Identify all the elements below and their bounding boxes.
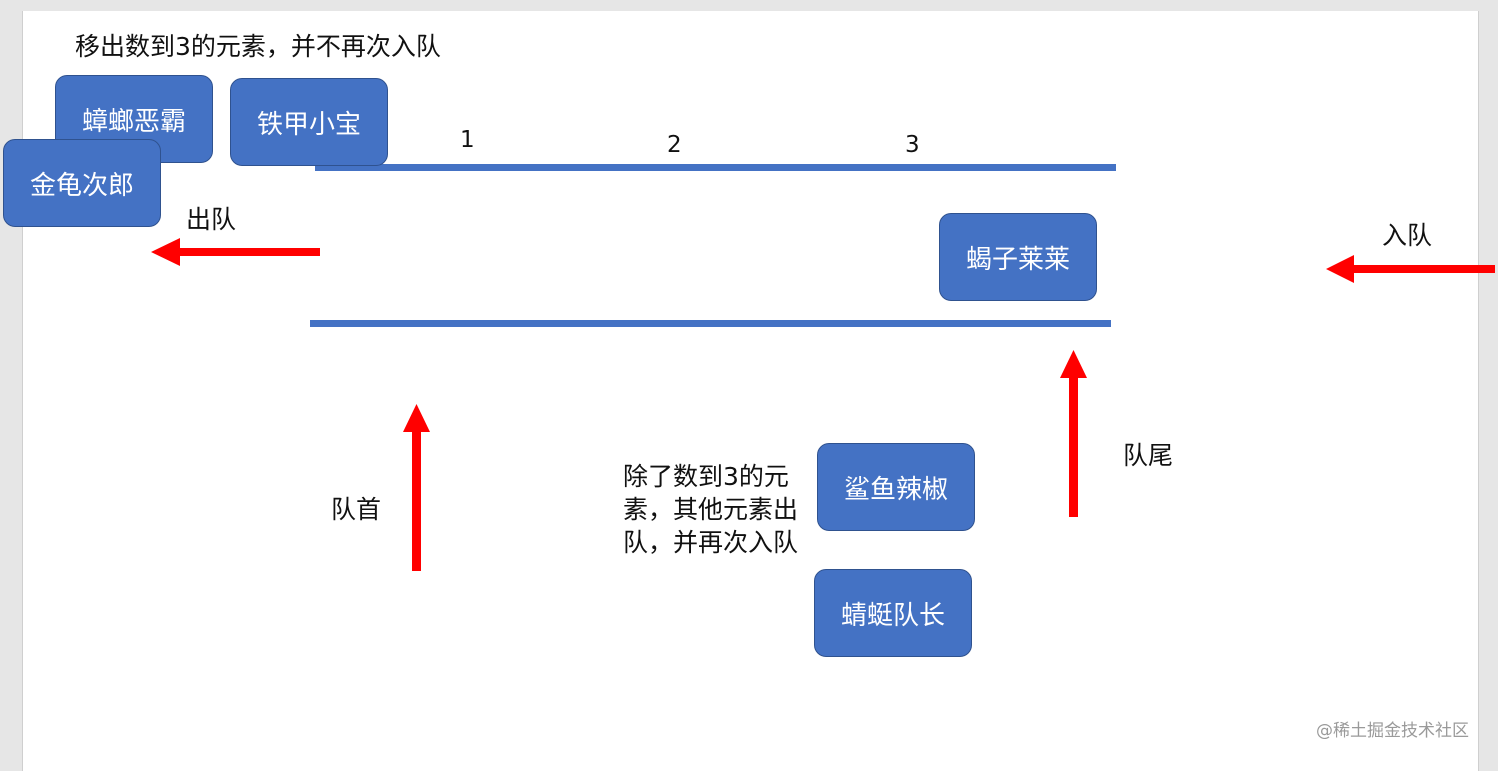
enqueue-label: 入队 <box>1382 221 1433 250</box>
node-shayu-lajiao: 鲨鱼辣椒 <box>817 443 975 531</box>
node-xiezi-lailai: 蝎子莱莱 <box>939 213 1097 301</box>
queue-tail-label: 队尾 <box>1123 441 1174 470</box>
diagram-title: 移出数到3的元素，并不再次入队 <box>75 32 441 61</box>
node-qingting-duizhang: 蜻蜓队长 <box>814 569 972 657</box>
position-label-2: 2 <box>667 132 682 158</box>
queue-bottom-line <box>310 320 1111 327</box>
requeue-note: 除了数到3的元素，其他元素出队，并再次入队 <box>623 462 799 557</box>
queue-top-line <box>315 164 1116 171</box>
queue-head-label: 队首 <box>331 495 382 524</box>
node-tiejia-xiaobao: 铁甲小宝 <box>230 78 388 166</box>
watermark: @稀土掘金技术社区 <box>1316 721 1469 741</box>
position-label-1: 1 <box>460 127 475 153</box>
position-label-3: 3 <box>905 132 920 158</box>
node-jingui-cilang: 金龟次郎 <box>3 139 161 227</box>
dequeue-label: 出队 <box>186 205 237 234</box>
